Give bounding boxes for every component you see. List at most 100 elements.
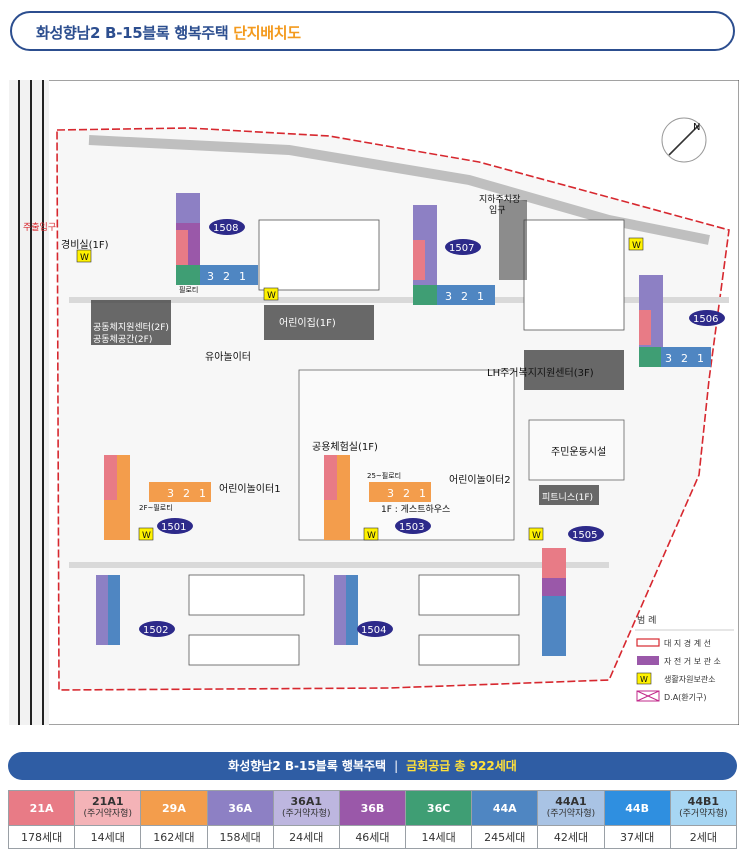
legend-boundary: 대 지 경 계 선 xyxy=(664,638,711,648)
legend-vent: D.A(환기구) xyxy=(664,692,707,702)
unit-count-cell: 42세대 xyxy=(537,825,605,849)
unit-type-label: 36A xyxy=(228,801,253,815)
legend-w: 생활자원보관소 xyxy=(664,674,716,684)
svg-text:N: N xyxy=(693,122,700,133)
svg-text:W: W xyxy=(640,675,648,684)
svg-text:W: W xyxy=(632,241,641,251)
unit-count-cell: 2세대 xyxy=(669,825,738,849)
svg-text:3: 3 xyxy=(167,487,174,500)
svg-text:W: W xyxy=(367,531,376,541)
label-play1: 어린이놀이터1 xyxy=(219,483,281,495)
svg-text:1: 1 xyxy=(477,290,484,303)
title-highlight: 단지배치도 xyxy=(233,24,301,42)
building-1504: 1504 xyxy=(334,575,393,645)
unit-count-cell: 46세대 xyxy=(338,825,407,849)
svg-text:1: 1 xyxy=(239,270,246,283)
unit-type-label: 36A1 xyxy=(290,795,323,808)
unit-type-label: 44A xyxy=(492,801,517,815)
svg-text:3: 3 xyxy=(387,487,394,500)
legend-title: 범 례 xyxy=(637,615,656,626)
unit-type-cell: 44B xyxy=(603,790,671,826)
svg-text:3: 3 xyxy=(207,270,214,283)
unit-type-label: 44B xyxy=(625,801,649,815)
svg-text:2: 2 xyxy=(461,290,468,303)
summary-label: 화성향남2 B-15블록 행복주택 xyxy=(228,759,387,773)
unit-type-label: 21A1 xyxy=(92,795,124,808)
unit-type-cell: 44A1(주거약자형) xyxy=(537,790,605,826)
svg-text:2: 2 xyxy=(681,352,688,365)
bicycle-icon xyxy=(637,656,659,665)
legend-bicycle: 자 전 거 보 관 소 xyxy=(664,656,721,666)
unit-count-cell: 14세대 xyxy=(74,825,142,849)
label-entrance: 주출입구 xyxy=(23,221,56,233)
label-parking-entrance-2: 입구 xyxy=(489,204,506,216)
svg-text:1: 1 xyxy=(697,352,704,365)
unit-count-cell: 14세대 xyxy=(405,825,473,849)
building-label-1504: 1504 xyxy=(361,625,386,636)
label-lh-support: LH주거복지지원센터(3F) xyxy=(487,367,594,379)
svg-text:3: 3 xyxy=(665,352,672,365)
page-title: 화성향남2 B-15블록 행복주택 단지배치도 xyxy=(36,22,301,43)
building-label-1501: 1501 xyxy=(161,522,186,533)
building-1505: 1505 xyxy=(542,526,604,656)
north-arrow: N xyxy=(661,117,707,163)
label-pilotis-2f: 2F~필로티 xyxy=(139,503,173,512)
unit-count-cell: 178세대 xyxy=(7,825,76,849)
unit-count-cell: 24세대 xyxy=(272,825,340,849)
unit-type-label: 44A1 xyxy=(555,795,587,808)
building-label-1502: 1502 xyxy=(143,625,168,636)
unit-type-label: 36B xyxy=(360,801,385,815)
w-markers: W W W W W W xyxy=(76,237,644,541)
summary-highlight: 금회공급 총 922세대 xyxy=(406,759,517,773)
unit-type-cell: 29A xyxy=(140,790,208,826)
summary-sep: | xyxy=(394,759,399,773)
building-label-1503: 1503 xyxy=(399,522,424,533)
label-pilotis: 필로티 xyxy=(179,285,198,294)
unit-type-cell: 36B xyxy=(338,790,407,826)
boundary-line-icon xyxy=(636,638,660,647)
unit-type-cell: 36A xyxy=(206,790,274,826)
unit-type-label: 29A xyxy=(162,801,186,815)
unit-type-cell: 36A1(주거약자형) xyxy=(272,790,340,826)
building-label-1505: 1505 xyxy=(572,530,597,541)
unit-type-sub: (주거약자형) xyxy=(679,809,728,819)
svg-text:W: W xyxy=(80,253,89,263)
svg-text:1: 1 xyxy=(419,487,426,500)
building-1502: 1502 xyxy=(96,575,175,645)
unit-count-cell: 245세대 xyxy=(471,825,539,849)
title-bar: 화성향남2 B-15블록 행복주택 단지배치도 xyxy=(10,11,735,51)
unit-type-sub: (주거약자형) xyxy=(282,809,331,819)
label-infant-play: 유아놀이터 xyxy=(205,351,251,363)
label-shared: 공용체험실(1F) xyxy=(312,441,378,453)
unit-type-cell: 44B1(주거약자형) xyxy=(669,790,738,826)
unit-type-cell: 21A1(주거약자형) xyxy=(74,790,142,826)
unit-type-sub: (주거약자형) xyxy=(83,809,132,819)
label-community2: 공동체공간(2F) xyxy=(93,334,152,345)
parking-lots xyxy=(188,219,625,666)
unit-type-sub: (주거약자형) xyxy=(546,809,596,819)
svg-text:1: 1 xyxy=(199,487,206,500)
unit-count-cell: 37세대 xyxy=(603,825,671,849)
unit-type-cell: 21A xyxy=(7,790,76,826)
svg-text:2: 2 xyxy=(223,270,230,283)
legend: 범 례 대 지 경 계 선 자 전 거 보 관 소 W 생활자원보관소 D.A(… xyxy=(635,615,734,702)
label-community: 공동체지원센터(2F) xyxy=(93,322,169,333)
unit-count-cell: 162세대 xyxy=(140,825,208,849)
svg-text:W: W xyxy=(267,291,276,301)
title-main: 화성향남2 B-15블록 행복주택 xyxy=(36,24,234,42)
building-label-1506: 1506 xyxy=(693,314,718,325)
svg-text:W: W xyxy=(142,531,151,541)
label-daycare: 어린이집(1F) xyxy=(279,317,336,329)
svg-text:2: 2 xyxy=(183,487,190,500)
unit-type-label: 21A xyxy=(29,801,54,815)
